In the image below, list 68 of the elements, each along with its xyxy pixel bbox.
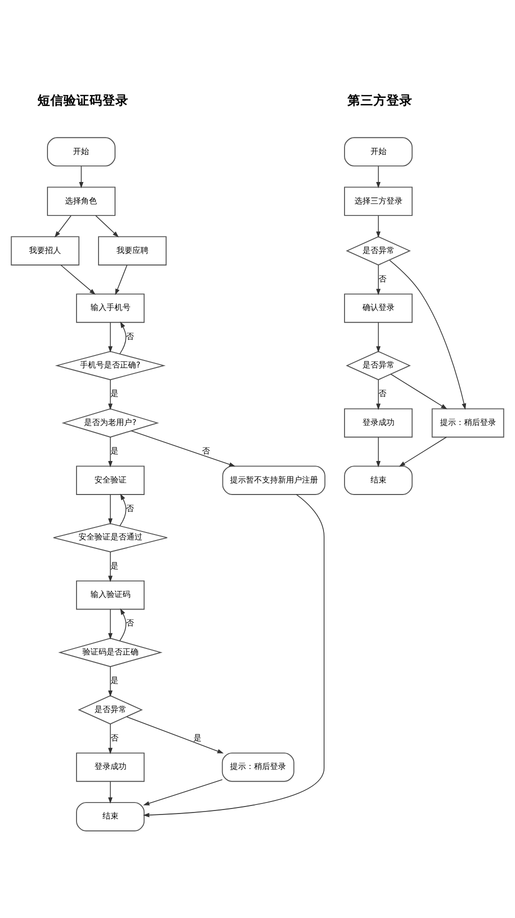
arrow bbox=[119, 493, 126, 526]
label: 第三方登录 bbox=[347, 92, 412, 107]
node-diamond: 是否异常 bbox=[346, 236, 411, 265]
node-box: 我要应聘 bbox=[98, 236, 167, 265]
arrow bbox=[108, 723, 113, 754]
node-box: 提示：稍后登录 bbox=[222, 752, 294, 782]
arrow bbox=[108, 666, 113, 696]
edge-label: 是 bbox=[110, 676, 118, 685]
arrow bbox=[376, 436, 381, 467]
node-box: 确认登录 bbox=[344, 293, 413, 322]
arrow bbox=[130, 430, 236, 466]
arrow bbox=[108, 551, 113, 582]
node-diamond: 是否异常 bbox=[346, 350, 411, 380]
edge-label: 否 bbox=[126, 331, 134, 340]
node-box: 输入验证码 bbox=[76, 580, 145, 610]
node-box: 我要招人 bbox=[10, 236, 80, 265]
node-box: 输入手机号 bbox=[76, 293, 145, 322]
node-box: 选择三方登录 bbox=[344, 186, 413, 216]
arrow bbox=[143, 778, 223, 805]
arrow bbox=[376, 378, 381, 410]
edge-label: 是 bbox=[110, 446, 118, 456]
node-box: 开始 bbox=[46, 136, 116, 166]
edge-label: 否 bbox=[126, 503, 134, 512]
node-box: 安全验证 bbox=[76, 465, 145, 494]
arrow bbox=[108, 780, 113, 804]
arrow bbox=[390, 373, 448, 409]
arrow bbox=[108, 322, 113, 352]
arrow bbox=[60, 264, 96, 294]
arrow bbox=[398, 436, 447, 466]
node-box: 选择角色 bbox=[46, 186, 116, 216]
node-diamond: 验证码是否正确 bbox=[58, 637, 163, 667]
node-box: 结束 bbox=[76, 802, 145, 831]
edge-label: 否 bbox=[378, 388, 386, 398]
arrow bbox=[119, 608, 126, 641]
arrow bbox=[108, 436, 113, 467]
edge-label: 否 bbox=[202, 446, 210, 456]
edge-label: 是 bbox=[110, 388, 118, 398]
edge-label: 是 bbox=[194, 732, 202, 742]
node-box: 提示：稍后登录 bbox=[432, 408, 504, 438]
arrow bbox=[376, 165, 381, 188]
node-box: 登录成功 bbox=[76, 752, 145, 782]
arrow bbox=[376, 264, 381, 295]
node-box: 登录成功 bbox=[344, 408, 413, 438]
arrow bbox=[108, 378, 113, 410]
edge-label: 否 bbox=[126, 618, 134, 628]
node-box: 开始 bbox=[344, 136, 413, 166]
arrow bbox=[108, 494, 113, 524]
node-diamond: 安全验证是否通过 bbox=[53, 522, 168, 552]
arrow bbox=[95, 214, 119, 237]
arrow bbox=[115, 264, 128, 295]
arrow bbox=[108, 608, 113, 639]
edge-label: 否 bbox=[110, 732, 118, 742]
arrow bbox=[376, 322, 381, 352]
arrow bbox=[119, 321, 126, 354]
node-box: 结束 bbox=[344, 465, 413, 494]
edge-label: 否 bbox=[378, 274, 386, 283]
node-diamond: 是否异常 bbox=[78, 694, 143, 724]
arrow bbox=[389, 259, 466, 410]
arrow bbox=[376, 214, 381, 238]
arrow bbox=[126, 716, 224, 753]
arrow bbox=[79, 165, 84, 188]
arrow bbox=[54, 214, 72, 238]
arrow bbox=[143, 494, 324, 817]
node-diamond: 手机号是否正确? bbox=[55, 350, 166, 380]
node-box: 提示暂不支持新用户注册 bbox=[222, 465, 326, 494]
edge-label: 是 bbox=[110, 560, 118, 570]
label: 短信验证码登录 bbox=[38, 92, 129, 107]
node-diamond: 是否为老用户? bbox=[62, 408, 160, 438]
